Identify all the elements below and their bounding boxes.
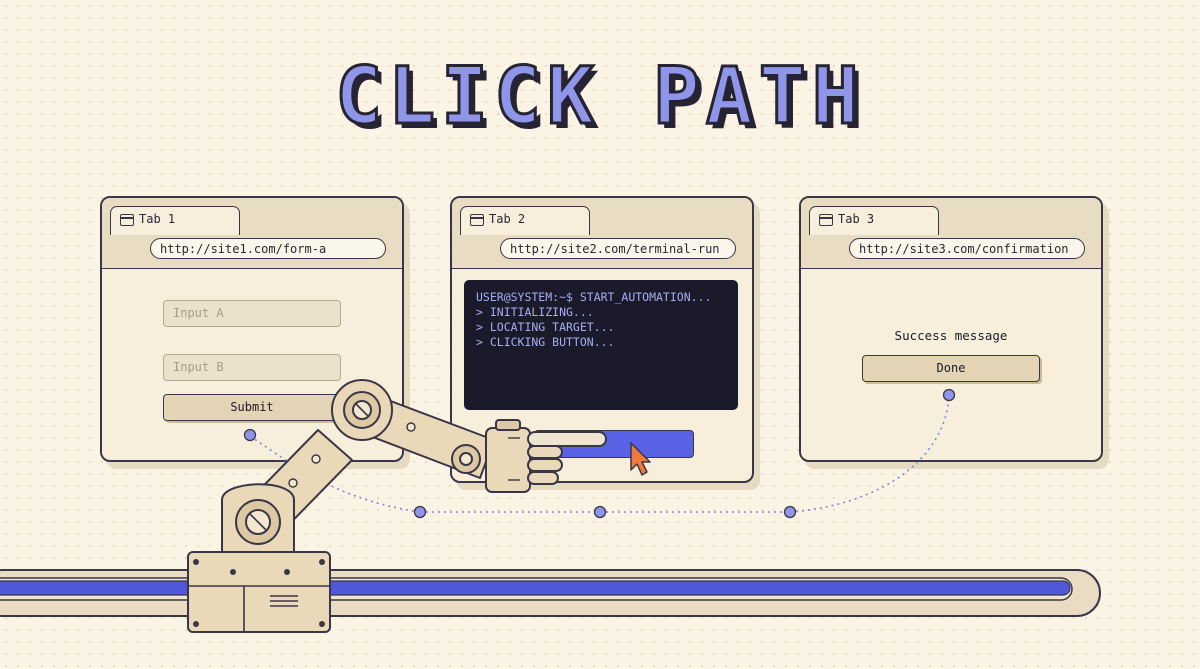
tab-label: Tab 1 — [139, 212, 176, 226]
terminal-panel: USER@SYSTEM:~$ START_AUTOMATION... > INI… — [464, 280, 738, 410]
terminal-line: > CLICKING BUTTON... — [476, 335, 615, 349]
submit-button[interactable]: Submit — [163, 394, 341, 421]
success-message: Success message — [894, 328, 1008, 343]
cursor-arrow-icon — [630, 442, 651, 476]
tab-bar: Tab 3 http://site3.com/confirmation — [801, 198, 1101, 269]
tab-1[interactable]: Tab 1 — [110, 206, 240, 235]
browser-window-2: Tab 2 http://site2.com/terminal-run USER… — [450, 196, 754, 483]
path-node — [243, 388, 956, 519]
input-b-field[interactable]: Input B — [163, 354, 341, 381]
input-a-field[interactable]: Input A — [163, 300, 341, 327]
terminal-line: > LOCATING TARGET... — [476, 320, 615, 334]
window-icon — [120, 214, 134, 226]
click-path — [249, 395, 950, 513]
tab-label: Tab 2 — [489, 212, 526, 226]
browser-window-3: Tab 3 http://site3.com/confirmation Succ… — [799, 196, 1103, 462]
address-bar[interactable]: http://site2.com/terminal-run — [500, 238, 736, 259]
browser-window-1: Tab 1 http://site1.com/form-a Input A In… — [100, 196, 404, 462]
address-bar[interactable]: http://site3.com/confirmation — [849, 238, 1085, 259]
tab-bar: Tab 2 http://site2.com/terminal-run — [452, 198, 752, 269]
terminal-line: > INITIALIZING... — [476, 305, 594, 319]
tab-label: Tab 3 — [838, 212, 875, 226]
rail-track — [0, 569, 1101, 617]
address-bar[interactable]: http://site1.com/form-a — [150, 238, 386, 259]
tab-3[interactable]: Tab 3 — [809, 206, 939, 235]
terminal-line: USER@SYSTEM:~$ START_AUTOMATION... — [476, 290, 712, 304]
done-button[interactable]: Done — [862, 355, 1040, 382]
tab-bar: Tab 1 http://site1.com/form-a — [102, 198, 402, 269]
tab-2[interactable]: Tab 2 — [460, 206, 590, 235]
page-title: CLICK PATH — [334, 51, 865, 144]
window-icon — [819, 214, 833, 226]
robot-arm-icon — [187, 379, 607, 633]
window-icon — [470, 214, 484, 226]
